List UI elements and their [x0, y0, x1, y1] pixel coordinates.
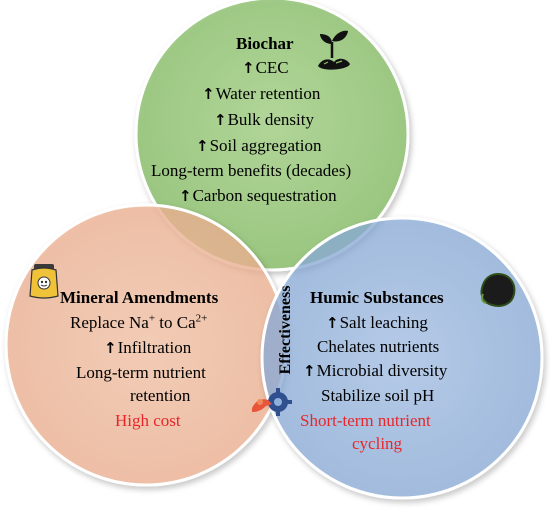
fertilizer-bag-icon: [29, 264, 59, 299]
humic-item-text: Chelates nutrients: [317, 337, 440, 356]
mineral-retention-line2: retention: [130, 386, 191, 405]
humic-title: Humic Substances: [310, 288, 444, 307]
na-charge: +: [148, 312, 156, 325]
humic-item: ↑Microbial diversity: [303, 361, 447, 381]
humic-item-text: Stabilize soil pH: [321, 386, 435, 405]
biochar-item-text: Water retention: [215, 84, 321, 103]
biochar-title: Biochar: [236, 34, 294, 53]
humic-item: Chelates nutrients: [317, 337, 439, 357]
up-arrow-icon: ↑: [196, 137, 209, 155]
humic-short-term-line2: cycling: [352, 434, 403, 453]
plant-sprout-icon: [318, 30, 350, 70]
replace-prefix: Replace Na: [70, 313, 149, 332]
gear-hand-icon: [252, 388, 292, 416]
biochar-item-text: Carbon sequestration: [192, 186, 337, 205]
up-arrow-icon: ↑: [202, 85, 215, 103]
effectiveness-label: Effectiveness: [277, 285, 294, 375]
biochar-item: Long-term benefits (decades): [151, 161, 351, 181]
up-arrow-icon: ↑: [104, 339, 117, 357]
up-arrow-icon: ↑: [242, 59, 255, 77]
humic-item-text: Salt leaching: [339, 313, 428, 332]
mineral-retention-line1: Long-term nutrient: [76, 363, 206, 382]
biochar-item: ↑Soil aggregation: [196, 136, 321, 156]
biochar-item: ↑CEC: [242, 58, 289, 78]
mineral-title: Mineral Amendments: [60, 288, 219, 307]
biochar-item: ↑Water retention: [202, 84, 320, 104]
humus-blob-icon: [480, 272, 516, 307]
humic-short-term-line1: Short-term nutrient: [300, 411, 431, 430]
ca-charge: 2+: [195, 312, 208, 325]
up-arrow-icon: ↑: [303, 362, 316, 380]
up-arrow-icon: ↑: [179, 187, 192, 205]
biochar-item-text: CEC: [255, 58, 289, 77]
replace-mid: to Ca: [155, 313, 196, 332]
infiltration-text: Infiltration: [117, 338, 192, 357]
mineral-replace-line: Replace Na+ to Ca2+: [70, 313, 207, 333]
mineral-infiltration: ↑Infiltration: [104, 338, 191, 358]
mineral-cost: High cost: [115, 411, 181, 430]
humic-item-text: Microbial diversity: [316, 361, 448, 380]
humic-item: ↑Salt leaching: [326, 313, 428, 333]
biochar-item: ↑Carbon sequestration: [179, 186, 337, 206]
up-arrow-icon: ↑: [326, 314, 339, 332]
up-arrow-icon: ↑: [214, 111, 227, 129]
biochar-item: ↑Bulk density: [214, 110, 314, 130]
biochar-item-text: Soil aggregation: [209, 136, 322, 155]
biochar-item-text: Long-term benefits (decades): [151, 161, 352, 180]
humic-circle: [260, 216, 544, 500]
humic-item: Stabilize soil pH: [321, 386, 434, 406]
biochar-item-text: Bulk density: [227, 110, 314, 129]
